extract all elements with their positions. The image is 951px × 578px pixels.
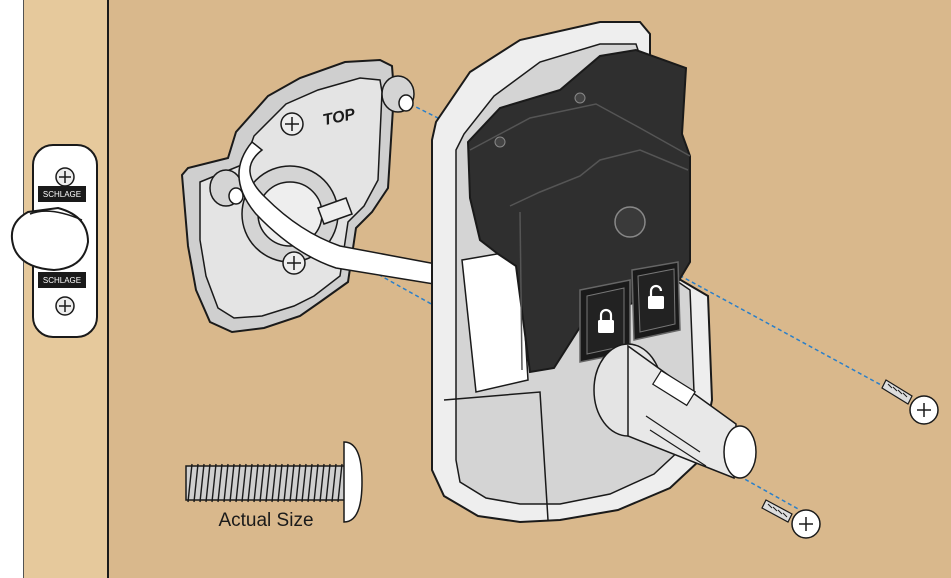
- unlock-icon: [648, 284, 664, 309]
- plate-top-marking: TOP: [321, 106, 357, 129]
- lock-icon: [598, 308, 614, 333]
- actual-size-caption: Actual Size: [218, 510, 313, 531]
- cable-ribbon: [238, 140, 437, 285]
- latch-brand-top: SCHLAGE: [43, 190, 81, 199]
- spindle-assembly: [593, 343, 757, 480]
- latch-brand-bottom: SCHLAGE: [43, 276, 81, 285]
- screw-icon: [881, 379, 939, 425]
- frame-strip: [0, 0, 24, 578]
- actual-size-screw: [185, 441, 363, 523]
- latch-icon: [10, 144, 98, 338]
- screw-icon: [761, 499, 821, 539]
